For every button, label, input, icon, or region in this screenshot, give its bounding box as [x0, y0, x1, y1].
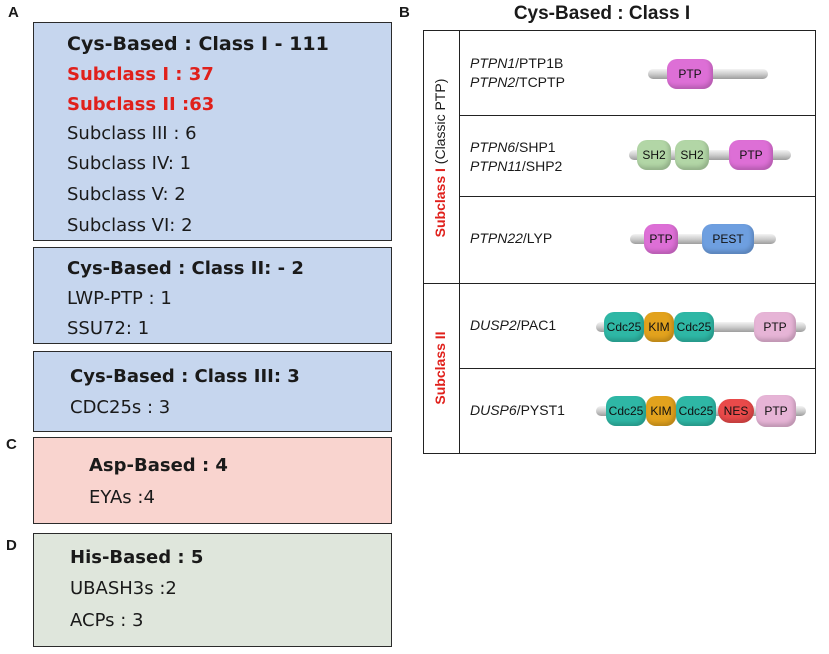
subclass-1-label-red: Subclass I	[432, 168, 448, 238]
panel-label-c: C	[6, 436, 17, 453]
protein-diagram-ptp1b: PTP	[648, 58, 768, 90]
subclass-1: Subclass I : 37	[67, 64, 214, 85]
gene-ptpn11: PTPN11	[470, 158, 522, 174]
gene-ptpn1: PTPN1	[470, 55, 516, 71]
class3-item-1: CDC25s : 3	[70, 397, 171, 418]
group-divider	[424, 283, 815, 284]
subclass-2-label-red: Subclass II	[432, 331, 448, 405]
ptp-domain: PTP	[644, 224, 678, 254]
gene-row-5: DUSP6/PYST1	[470, 401, 565, 420]
ptp-domain: PTP	[756, 395, 796, 427]
gene-dusp6: DUSP6	[470, 402, 517, 418]
class2-item-1: LWP-PTP : 1	[67, 288, 172, 309]
gene-ptpn22: PTPN22	[470, 230, 523, 246]
pest-domain: PEST	[702, 224, 754, 254]
protein-shp1: /SHP1	[515, 139, 556, 155]
protein-ptp1b: /PTP1B	[515, 55, 564, 71]
panel-b-title: Cys-Based : Class I	[513, 3, 691, 24]
protein-pyst1: /PYST1	[516, 402, 565, 418]
cdc25-domain-2: Cdc25	[676, 396, 716, 426]
subclass-2: Subclass II :63	[67, 94, 215, 115]
gene-ptpn2: PTPN2	[470, 74, 516, 90]
class3-title: Cys-Based : Class III: 3	[70, 366, 300, 387]
sh2-domain-1: SH2	[637, 140, 671, 170]
protein-diagram-lyp: PTP PEST	[630, 223, 776, 255]
class3-box: Cys-Based : Class III: 3 CDC25s : 3	[33, 351, 392, 432]
subclass-2-label: Subclass II	[432, 283, 452, 453]
kim-domain: KIM	[644, 312, 674, 342]
row-divider-1	[460, 115, 815, 116]
asp-box: Asp-Based : 4 EYAs :4	[33, 437, 392, 524]
cdc25-domain-2: Cdc25	[674, 312, 714, 342]
protein-tcptp: /TCPTP	[515, 74, 565, 90]
subclass-4: Subclass IV: 1	[67, 153, 192, 174]
class2-box: Cys-Based : Class II: - 2 LWP-PTP : 1 SS…	[33, 247, 392, 344]
gene-row-2: PTPN6/SHP1 PTPN11/SHP2	[470, 138, 562, 176]
asp-title: Asp-Based : 4	[89, 455, 228, 476]
his-item-1: UBASH3s :2	[70, 578, 177, 599]
class1-box: Cys-Based : Class I - 111 Subclass I : 3…	[33, 22, 392, 241]
sh2-domain-2: SH2	[675, 140, 709, 170]
subclass-1-label-paren: (Classic PTP)	[432, 78, 448, 165]
gene-row-1: PTPN1/PTP1B PTPN2/TCPTP	[470, 54, 565, 92]
subclass-1-label: Subclass I (Classic PTP)	[432, 32, 452, 284]
subclass-6: Subclass VI: 2	[67, 215, 193, 236]
protein-diagram-pac1: Cdc25 KIM Cdc25 PTP	[596, 311, 806, 343]
gene-row-4: DUSP2/PAC1	[470, 316, 556, 335]
his-item-2: ACPs : 3	[70, 610, 144, 631]
backbone	[629, 150, 791, 160]
protein-pac1: /PAC1	[516, 317, 557, 333]
nes-domain: NES	[718, 399, 754, 423]
panel-label-a: A	[8, 4, 19, 21]
his-title: His-Based : 5	[70, 547, 204, 568]
gene-dusp2: DUSP2	[470, 317, 517, 333]
protein-diagram-shp: SH2 SH2 PTP	[629, 139, 791, 171]
class2-title: Cys-Based : Class II: - 2	[67, 258, 304, 279]
class1-title: Cys-Based : Class I - 111	[67, 33, 329, 55]
ptp-domain: PTP	[754, 312, 796, 342]
domain-table: Subclass I (Classic PTP) Subclass II PTP…	[423, 30, 816, 454]
class2-item-2: SSU72: 1	[67, 318, 150, 339]
kim-domain: KIM	[646, 396, 676, 426]
label-column	[424, 31, 460, 453]
protein-lyp: /LYP	[522, 230, 553, 246]
asp-item-1: EYAs :4	[89, 487, 155, 508]
cdc25-domain-1: Cdc25	[604, 312, 644, 342]
panel-label-d: D	[6, 537, 17, 554]
gene-ptpn6: PTPN6	[470, 139, 516, 155]
row-divider-2	[460, 196, 815, 197]
row-divider-3	[460, 368, 815, 369]
protein-shp2: /SHP2	[521, 158, 563, 174]
panel-label-b: B	[399, 4, 410, 21]
subclass-3: Subclass III : 6	[67, 123, 197, 144]
his-box: His-Based : 5 UBASH3s :2 ACPs : 3	[33, 533, 392, 647]
protein-diagram-pyst1: Cdc25 KIM Cdc25 NES PTP	[596, 395, 806, 427]
gene-row-3: PTPN22/LYP	[470, 229, 552, 248]
subclass-5: Subclass V: 2	[67, 184, 186, 205]
cdc25-domain-1: Cdc25	[606, 396, 646, 426]
ptp-domain: PTP	[729, 140, 773, 170]
ptp-domain: PTP	[667, 59, 713, 89]
